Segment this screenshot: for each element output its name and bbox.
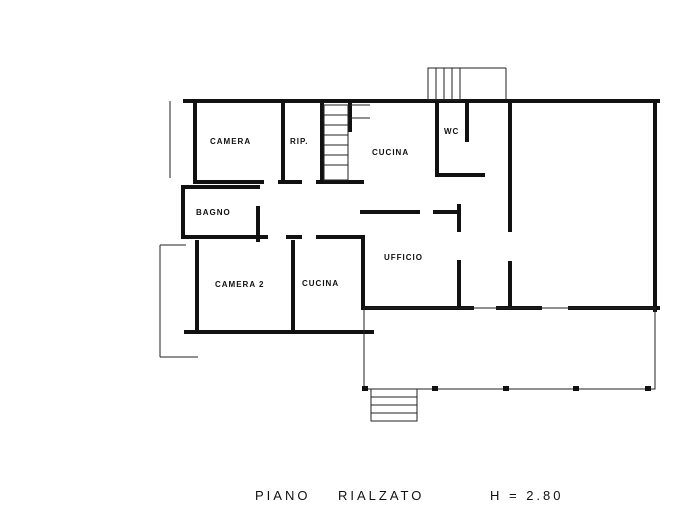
room-label-ufficio: UFFICIO — [384, 253, 423, 262]
stairs-bottom — [370, 388, 418, 422]
room-label-camera-1: CAMERA — [210, 137, 251, 146]
portico — [362, 307, 656, 391]
footer-floor: PIANO — [255, 488, 310, 503]
room-label-bagno: BAGNO — [196, 208, 231, 217]
footer-level: RIALZATO — [338, 488, 424, 503]
stairs-interior — [323, 104, 370, 181]
left-outline — [159, 101, 198, 358]
room-label-cucina-2: CUCINA — [302, 279, 339, 288]
walls — [181, 99, 660, 334]
room-label-ripostiglio: RIP. — [290, 137, 309, 146]
stairs-top — [427, 67, 507, 101]
room-label-camera-2: CAMERA 2 — [215, 280, 264, 289]
room-label-cucina-1: CUCINA — [372, 148, 409, 157]
room-label-wc: WC — [444, 127, 459, 136]
footer-height: H = 2.80 — [490, 488, 564, 503]
